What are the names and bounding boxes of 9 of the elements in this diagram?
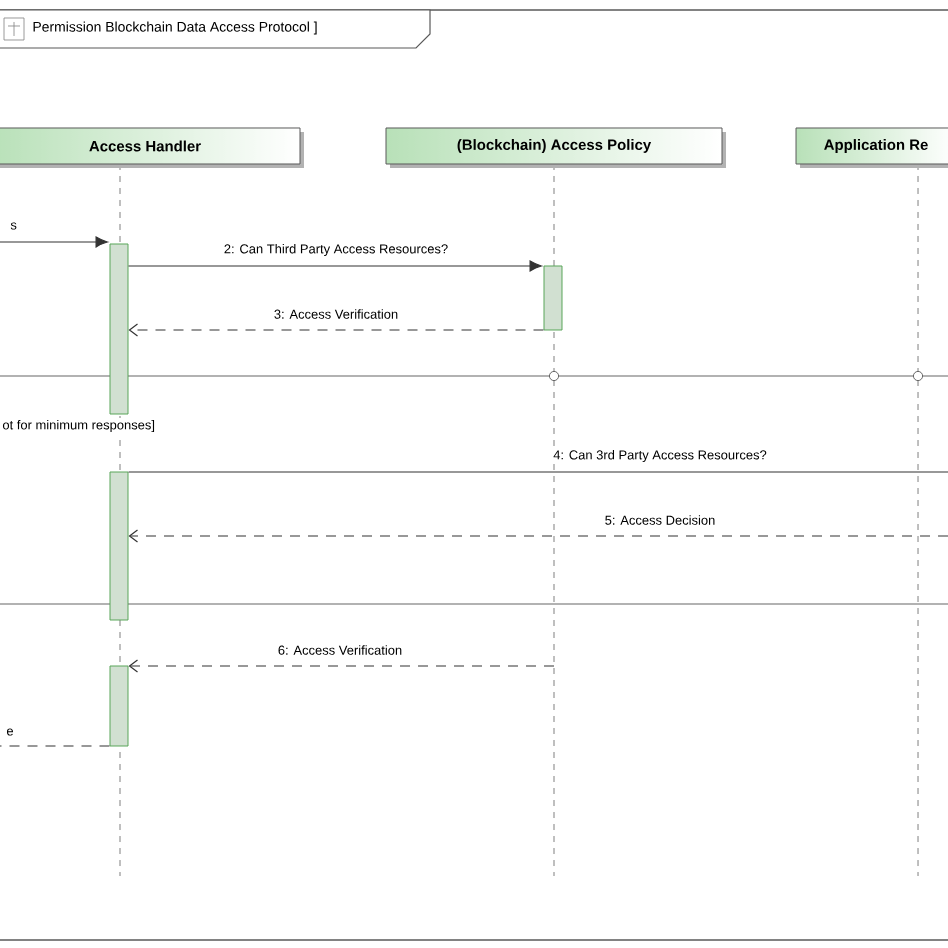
activation-bar	[109, 243, 129, 415]
message-arrow	[128, 529, 948, 543]
activation-bar	[543, 265, 563, 331]
message-arrow	[127, 260, 542, 272]
message-arrow	[128, 323, 545, 337]
activation-bar	[109, 471, 129, 621]
activation-bar	[109, 665, 129, 747]
message-arrow	[0, 236, 108, 248]
message-arrow	[128, 659, 555, 673]
